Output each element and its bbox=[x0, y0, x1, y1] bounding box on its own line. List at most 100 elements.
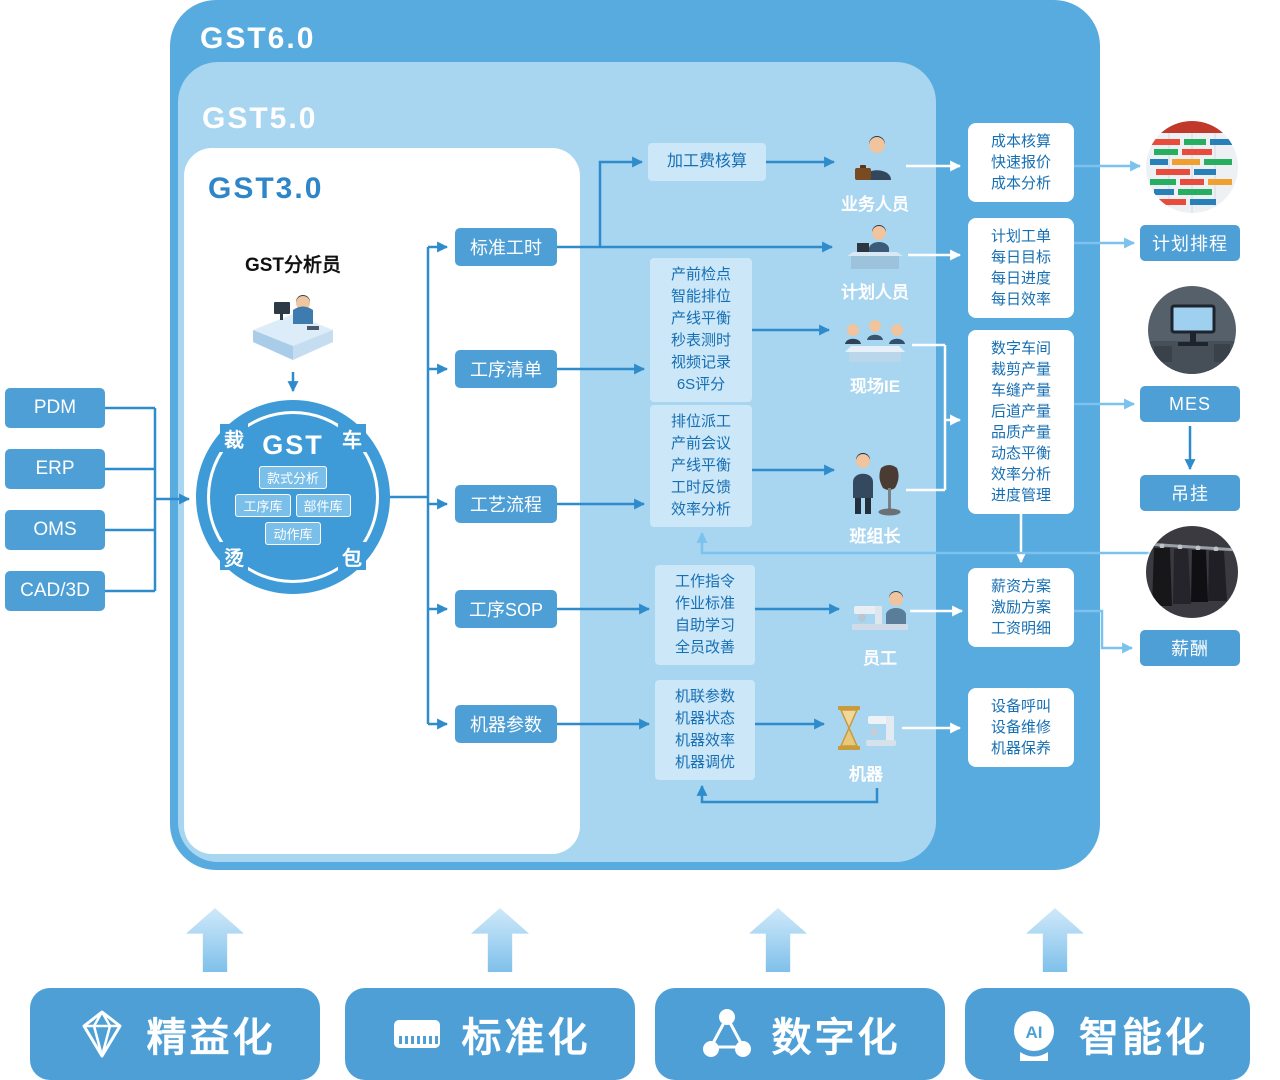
detail-line: 智能排位 bbox=[670, 288, 731, 305]
pillar-standardization: 标准化 bbox=[345, 988, 635, 1080]
gst5-title: GST5.0 bbox=[202, 102, 318, 135]
result-line: 成本分析 bbox=[990, 175, 1051, 192]
result-plan-list: 计划工单 每日目标 每日进度 每日效率 bbox=[968, 218, 1074, 318]
result-line: 数字车间 bbox=[990, 340, 1051, 357]
core-ring bbox=[207, 411, 379, 583]
schedule-gantt-image bbox=[1146, 121, 1238, 213]
pillar-lean: 精益化 bbox=[30, 988, 320, 1080]
team-leader-icon bbox=[853, 453, 901, 516]
machine-icon bbox=[838, 706, 896, 750]
core-action-lib: 动作库 bbox=[265, 522, 321, 545]
result-line: 每日效率 bbox=[990, 291, 1051, 308]
detail-onsite-ie-list: 产前检点 智能排位 产线平衡 秒表测时 视频记录 6S评分 bbox=[650, 258, 752, 402]
detail-line: 机器状态 bbox=[674, 710, 735, 727]
core-segment-iron: 烫 bbox=[220, 542, 248, 570]
external-mes: MES bbox=[1140, 386, 1240, 422]
output-process-list: 工序清单 bbox=[455, 350, 557, 388]
role-label: 员工 bbox=[863, 649, 897, 668]
detail-line: 产前会议 bbox=[670, 435, 731, 452]
up-arrow bbox=[1026, 908, 1084, 972]
role-team-leader: 班组长 bbox=[835, 450, 915, 547]
pillar-digitization: 数字化 bbox=[655, 988, 945, 1080]
schedule-gantt-photo bbox=[1146, 121, 1238, 213]
input-oms: OMS bbox=[5, 510, 105, 550]
detail-line: 自助学习 bbox=[674, 617, 735, 634]
hanging-garments-photo bbox=[1146, 526, 1238, 618]
pillar-label: 标准化 bbox=[461, 1016, 591, 1060]
up-arrow bbox=[471, 908, 529, 972]
result-line: 激励方案 bbox=[990, 599, 1051, 616]
result-line: 动态平衡 bbox=[990, 445, 1051, 462]
gst3-title: GST3.0 bbox=[208, 172, 324, 205]
result-line: 快速报价 bbox=[990, 154, 1051, 171]
workshop-photo bbox=[1148, 286, 1236, 374]
result-cost-list: 成本核算 快速报价 成本分析 bbox=[968, 123, 1074, 202]
pillar-label: 智能化 bbox=[1079, 1016, 1208, 1060]
output-machine-params: 机器参数 bbox=[455, 705, 557, 743]
detail-line: 产线平衡 bbox=[670, 457, 731, 474]
planner-icon bbox=[847, 225, 903, 269]
diamond-icon bbox=[82, 1010, 121, 1058]
detail-worker-list: 工作指令 作业标准 自助学习 全员改善 bbox=[655, 565, 755, 665]
detail-line: 工时反馈 bbox=[670, 479, 731, 496]
detail-line: 作业标准 bbox=[674, 595, 735, 612]
workshop-image bbox=[1148, 286, 1236, 374]
core-segment-pack: 包 bbox=[338, 542, 366, 570]
detail-line: 机器效率 bbox=[674, 732, 735, 749]
detail-line: 效率分析 bbox=[670, 501, 731, 518]
core-component-lib: 部件库 bbox=[295, 494, 351, 517]
detail-line: 产线平衡 bbox=[670, 310, 731, 327]
role-label: 机器 bbox=[849, 765, 883, 784]
detail-line: 工作指令 bbox=[674, 573, 735, 590]
business-person-icon bbox=[855, 136, 891, 180]
role-machine: 机器 bbox=[826, 700, 906, 785]
detail-line: 机联参数 bbox=[674, 688, 735, 705]
external-payroll: 薪酬 bbox=[1140, 630, 1240, 666]
result-line: 进度管理 bbox=[990, 487, 1051, 504]
worker-icon bbox=[852, 591, 908, 630]
output-process-sop: 工序SOP bbox=[455, 590, 557, 628]
result-workshop-list: 数字车间 裁剪产量 车缝产量 后道产量 品质产量 动态平衡 效率分析 进度管理 bbox=[968, 330, 1074, 514]
result-line: 每日目标 bbox=[990, 249, 1051, 266]
up-arrow bbox=[749, 908, 807, 972]
input-cad3d: CAD/3D bbox=[5, 571, 105, 611]
role-label: 计划人员 bbox=[841, 283, 909, 302]
role-label: 业务人员 bbox=[841, 195, 909, 214]
detail-team-leader-list: 排位派工 产前会议 产线平衡 工时反馈 效率分析 bbox=[650, 405, 752, 527]
detail-line: 秒表测时 bbox=[670, 332, 731, 349]
core-process-lib: 工序库 bbox=[235, 494, 291, 517]
up-arrow bbox=[186, 908, 244, 972]
detail-line: 排位派工 bbox=[670, 413, 731, 430]
result-line: 每日进度 bbox=[990, 270, 1051, 287]
result-line: 成本核算 bbox=[990, 133, 1051, 150]
result-salary-list: 薪资方案 激励方案 工资明细 bbox=[968, 568, 1074, 647]
result-line: 效率分析 bbox=[990, 466, 1051, 483]
result-line: 后道产量 bbox=[990, 403, 1051, 420]
result-line: 裁剪产量 bbox=[990, 361, 1051, 378]
pillar-label: 精益化 bbox=[146, 1016, 276, 1060]
hanging-garments-image bbox=[1146, 526, 1238, 618]
output-process-flow: 工艺流程 bbox=[455, 485, 557, 523]
external-hanging-system: 吊挂 bbox=[1140, 475, 1240, 511]
role-label: 班组长 bbox=[849, 527, 901, 546]
ruler-icon bbox=[393, 1020, 440, 1048]
analyst-illustration bbox=[253, 295, 333, 360]
gst6-title: GST6.0 bbox=[200, 22, 316, 55]
ai-head-icon: AI bbox=[1014, 1011, 1054, 1061]
core-segment-cut: 裁 bbox=[220, 424, 248, 452]
detail-line: 视频记录 bbox=[670, 354, 731, 371]
result-line: 车缝产量 bbox=[990, 382, 1051, 399]
role-planner: 计划人员 bbox=[835, 222, 915, 303]
input-pdm: PDM bbox=[5, 388, 105, 428]
gst-core-circle: 裁 车 烫 包 GST 款式分析 工序库 部件库 动作库 bbox=[196, 400, 390, 594]
result-line: 设备维修 bbox=[990, 719, 1051, 736]
analyst-label: GST分析员 bbox=[244, 255, 342, 276]
detail-line: 机器调优 bbox=[674, 754, 735, 771]
role-label: 现场IE bbox=[849, 377, 901, 396]
result-line: 品质产量 bbox=[990, 424, 1051, 441]
input-erp: ERP bbox=[5, 449, 105, 489]
detail-line: 6S评分 bbox=[676, 376, 726, 393]
core-title: GST bbox=[262, 430, 324, 460]
ie-team-icon bbox=[845, 320, 905, 362]
